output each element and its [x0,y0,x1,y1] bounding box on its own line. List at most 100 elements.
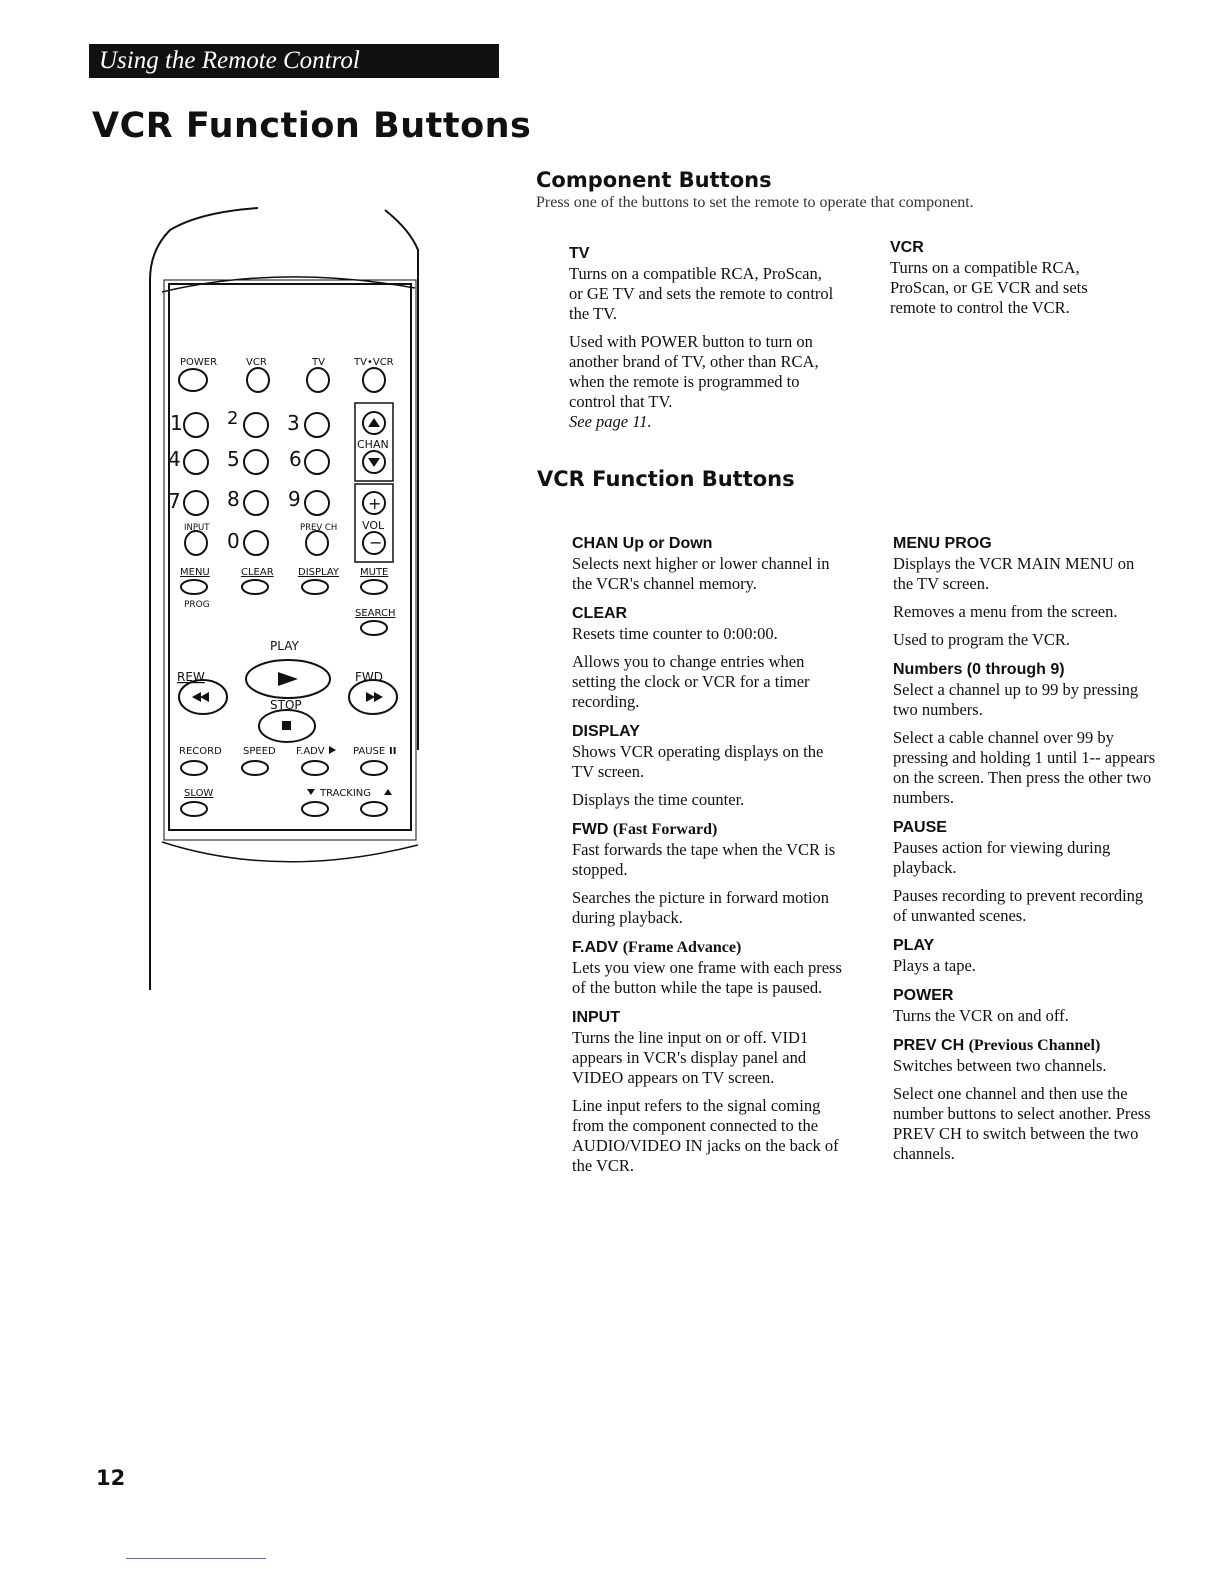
input-label: INPUT [184,523,210,533]
clear-label: CLEAR [241,567,274,578]
function-title: Numbers (0 through 9) [893,660,1158,679]
search-label: SEARCH [355,608,395,619]
page-title: VCR Function Buttons [92,106,532,146]
display-button [301,579,329,595]
power-button [178,368,208,392]
tracking-down-icon [307,789,315,795]
vol-down-button [362,531,386,555]
stop-label: STOP [270,698,302,712]
digit-1-label: 1 [170,411,183,435]
chan-up-button [362,411,386,435]
function-paragraph: Searches the picture in forward motion d… [572,888,830,927]
digit-7-label: 7 [168,489,181,513]
rewind-icon [192,692,209,702]
function-paragraph: Pauses recording to prevent recording of… [893,886,1144,925]
section-banner: Using the Remote Control [89,44,499,78]
function-paragraph: Switches between two channels. [893,1056,1107,1075]
search-button [360,620,388,636]
tv-label: TV [311,357,325,368]
tv-para-1: Turns on a compatible RCA, ProScan, or G… [569,264,834,323]
function-paragraph: Select a channel up to 99 by pressing tw… [893,680,1139,719]
function-paragraph: Select one channel and then use the numb… [893,1084,1151,1163]
record-label: RECORD [179,746,222,757]
chan-up-icon [368,418,380,427]
tracking-up-icon [384,789,392,795]
function-title-qualifier: (Frame Advance) [622,939,742,956]
function-title-label: CLEAR [572,605,628,622]
function-title: FWD (Fast Forward) [572,820,847,839]
chan-label: CHAN [357,438,389,451]
stop-icon [282,721,291,730]
function-title: CLEAR [572,604,847,623]
digit-9-button [304,490,330,516]
vcr-button [246,367,270,393]
function-paragraph: Turns the line input on or off. VID1 app… [572,1028,809,1087]
clear-button [241,579,269,595]
digit-0-button [243,530,269,556]
menu-button [180,579,208,595]
function-entry: PREV CH (Previous Channel)Switches betwe… [893,1036,1158,1164]
function-title-label: Numbers (0 through 9) [893,661,1065,678]
digit-9-label: 9 [288,487,301,511]
section-title: Using the Remote Control [99,47,360,74]
function-title-label: F.ADV [572,939,619,956]
frame-advance-icon [329,746,336,754]
remote-illustration: POWER VCR TV TV•VCR 1 2 3 CHAN 4 5 6 7 8… [140,190,430,1169]
chan-box [354,402,394,482]
prev-ch-button [305,530,329,556]
pause-label: PAUSE [353,746,385,757]
menu-label: MENU [180,567,210,578]
tv-button [306,367,330,393]
vol-label: VOL [362,519,385,532]
function-title-label: PAUSE [893,819,947,836]
fwd-button [348,679,398,715]
play-label: PLAY [270,639,299,653]
vcr-para-1: Turns on a compatible RCA, ProScan, or G… [890,258,1088,317]
function-title: POWER [893,986,1158,1005]
function-paragraph: Removes a menu from the screen. [893,602,1118,621]
digit-0-label: 0 [227,529,240,553]
rew-button [178,679,228,715]
vol-up-button [362,491,386,515]
pause-icon: II [389,746,396,757]
digit-7-button [183,490,209,516]
function-title: CHAN Up or Down [572,534,847,553]
digit-5-label: 5 [227,447,240,471]
component-intro: Press one of the buttons to set the remo… [536,194,974,211]
speed-button [241,760,269,776]
function-entry: Numbers (0 through 9) Select a channel up… [893,660,1158,808]
function-title-label: CHAN Up or Down [572,535,713,552]
digit-8-label: 8 [227,487,240,511]
footer-rule [126,1558,266,1559]
slow-label: SLOW [184,788,213,799]
digit-4-button [183,449,209,475]
function-paragraph: Fast forwards the tape when the VCR is s… [572,840,836,879]
function-paragraph: Selects next higher or lower channel in … [572,554,830,593]
vol-box [354,483,394,563]
function-title-label: INPUT [572,1009,620,1026]
mute-button [360,579,388,595]
function-title: PLAY [893,936,1158,955]
tv-page-ref: See page 11. [569,412,652,431]
function-title-label: FWD [572,821,609,838]
chan-down-icon [368,458,380,467]
fadv-label: F.ADV [296,746,325,757]
function-paragraph: Line input refers to the signal coming f… [572,1096,839,1175]
function-title-label: MENU PROG [893,535,992,552]
slow-button [180,801,208,817]
digit-6-label: 6 [289,447,302,471]
prog-label: PROG [184,600,210,610]
vcr-entry: VCR Turns on a compatible RCA, ProScan, … [890,238,1130,328]
digit-1-button [183,412,209,438]
function-title-qualifier: (Previous Channel) [968,1037,1101,1054]
tv-para-2: Used with POWER button to turn on anothe… [569,332,819,411]
tracking-label: TRACKING [319,788,371,799]
input-button [184,530,208,556]
function-title: MENU PROG [893,534,1158,553]
digit-8-button [243,490,269,516]
